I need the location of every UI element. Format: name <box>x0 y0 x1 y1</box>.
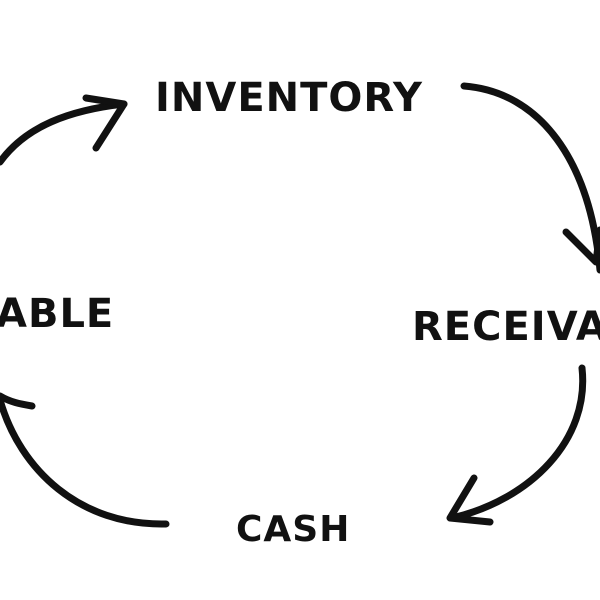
arrowhead-icon <box>0 392 36 410</box>
node-label-inventory: INVENTORY <box>155 75 423 121</box>
node-label-payable: ABLE <box>0 291 115 337</box>
arrow-payable-to-inventory <box>0 94 128 166</box>
arrow-shaft <box>0 100 128 166</box>
node-label-cash: CASH <box>236 509 351 550</box>
node-label-receivable: RECEIVA <box>412 304 600 350</box>
arrow-inventory-to-receivable <box>460 82 600 274</box>
arrowhead-icon <box>82 94 128 152</box>
arrow-shaft <box>0 396 170 528</box>
arrow-receivable-to-cash <box>446 364 587 526</box>
arrow-shaft <box>460 82 600 274</box>
arrowhead-icon <box>446 474 494 526</box>
arrow-shaft <box>448 364 587 522</box>
arrowhead-icon <box>562 226 600 266</box>
arrow-cash-to-payable <box>0 392 170 528</box>
